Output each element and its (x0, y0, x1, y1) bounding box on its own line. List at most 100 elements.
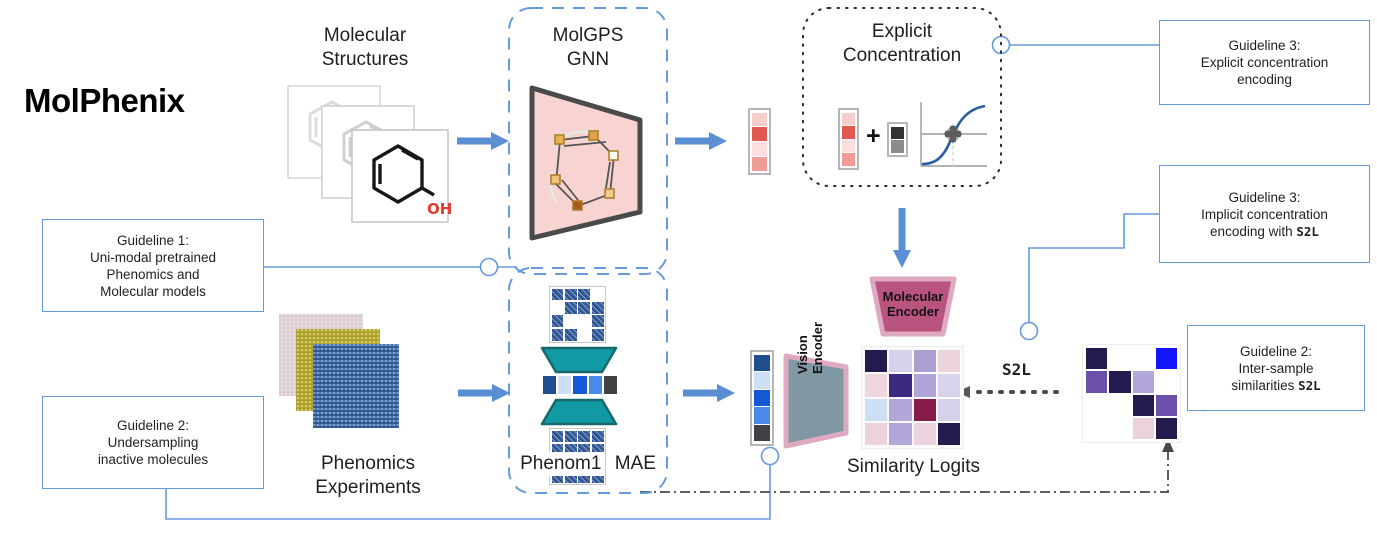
molgps-gnn-label: MolGPS GNN (510, 24, 666, 72)
image-patch (564, 430, 577, 443)
guideline-2-intersample-mono-token: S2L (1298, 377, 1321, 393)
image-patch (591, 315, 604, 328)
vector-cell (891, 140, 904, 153)
matrix-cell (1086, 371, 1108, 393)
matrix-cell (1132, 417, 1154, 439)
molgps-line1: MolGPS (552, 25, 624, 46)
matrix-cell (1132, 371, 1154, 393)
matrix-cell (865, 398, 888, 421)
guideline-2-intersample-heading: Guideline 2: (1239, 343, 1313, 359)
vector-cell (842, 139, 855, 152)
matrix-cell (913, 422, 936, 445)
plus-icon: + (866, 122, 881, 150)
guideline-3-explicit-line-2: encoding (1237, 72, 1292, 87)
matrix-cell (1109, 371, 1131, 393)
guideline-2-undersampling-line-1: Undersampling (107, 435, 199, 450)
similarity-logits-label: Similarity Logits (846, 456, 981, 477)
matrix-cell (889, 374, 912, 397)
phenomics-line1: Phenomics (321, 453, 415, 474)
image-patch (591, 328, 604, 341)
matrix-cell (1132, 394, 1154, 416)
arrow-down-concentration (893, 208, 911, 268)
matrix-cell (937, 350, 960, 373)
phenom1-line2: MAE (610, 452, 660, 476)
image-embedding-vector (750, 350, 774, 446)
matrix-cell (937, 374, 960, 397)
matrix-cell (865, 374, 888, 397)
matrix-cell (913, 374, 936, 397)
vector-cell (752, 127, 767, 141)
vector-cell (754, 354, 770, 372)
arrow-phenomics-to-mae (458, 384, 510, 402)
molecular-structures-line1: Molecular (323, 25, 407, 46)
guideline-3-explicit-heading: Guideline 3: (1228, 38, 1301, 53)
matrix-cell (1109, 394, 1131, 416)
image-patch (564, 443, 577, 456)
matrix-cell (1155, 348, 1177, 370)
guideline-2-undersampling-heading: Guideline 2: (116, 418, 190, 433)
latent-cell (543, 376, 557, 394)
phenomics-image-stack (279, 314, 399, 428)
latent-cell (588, 376, 602, 394)
guideline-1-line-2: Phenomics and (106, 266, 200, 282)
matrix-cell (889, 398, 912, 421)
matrix-cell (889, 422, 912, 445)
vision-enc-line2: Encoder (810, 321, 825, 374)
vector-cell (752, 112, 767, 127)
image-patch (578, 301, 591, 314)
vision-encoder-trapezoid (783, 353, 849, 449)
latent-cell (573, 376, 587, 394)
image-patch (578, 315, 591, 328)
image-patch (551, 315, 564, 328)
image-patch (578, 328, 591, 341)
image-patch (591, 288, 604, 301)
mae-masked-input-grid (549, 286, 606, 343)
mae-decoder-trapezoid (540, 398, 618, 426)
molecular-encoder-label: Molecular Encoder (866, 289, 960, 319)
image-patch (591, 301, 604, 314)
arrow-mae-to-embedding (683, 384, 735, 402)
guideline-3-implicit-line-2: encoding with S2L (1210, 223, 1319, 239)
image-patch (564, 301, 577, 314)
s2l-label: S2L (1002, 360, 1031, 379)
matrix-cell (913, 350, 936, 373)
vector-cell (842, 112, 855, 125)
guideline-2-intersample-line-1: Inter-sample (1238, 360, 1314, 376)
explicit-conc-line1: Explicit (871, 21, 933, 42)
matrix-cell (1086, 348, 1108, 370)
guideline-3-implicit-heading: Guideline 3: (1228, 189, 1301, 205)
vector-cell (752, 156, 767, 171)
matrix-cell (937, 422, 960, 445)
phenomics-line2: Experiments (315, 477, 421, 498)
gnn-trapezoid (529, 85, 643, 241)
matrix-cell (865, 422, 888, 445)
matrix-cell (865, 350, 888, 373)
concentration-molecule-vector (838, 108, 859, 170)
molecular-structures-label: Molecular Structures (280, 24, 450, 72)
guideline-1-line-3: Molecular models (100, 283, 206, 299)
mae-latent-vector (542, 376, 618, 394)
dose-response-chart (920, 102, 987, 167)
vector-cell (842, 126, 855, 139)
vision-enc-line1: Vision (795, 335, 810, 374)
image-patch (551, 470, 564, 483)
mol-enc-line1: Molecular (882, 289, 944, 304)
image-patch (591, 443, 604, 456)
vector-cell (752, 142, 767, 156)
latent-cell (603, 376, 618, 394)
guideline-1-heading: Guideline 1: (116, 232, 190, 248)
image-patch (551, 430, 564, 443)
phenom1-mae-label: Phenom1 MAE (512, 450, 664, 476)
matrix-cell (913, 398, 936, 421)
phenom1-line1: Phenom1 (516, 452, 606, 476)
